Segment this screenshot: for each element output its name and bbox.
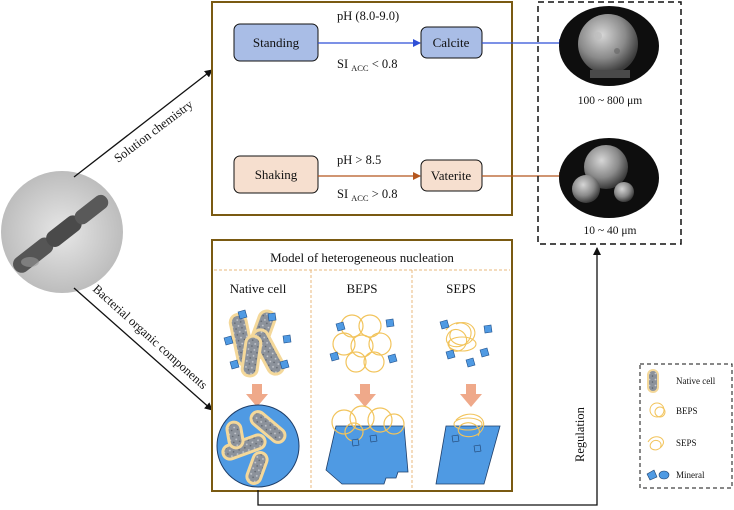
solution-branch-arrow — [73, 69, 213, 178]
beps-mineralized-icon — [325, 405, 409, 485]
bacteria-micrograph-icon — [1, 171, 123, 293]
native-down-arrow — [246, 384, 268, 407]
solution-chemistry-label: Solution chemistry — [111, 97, 196, 166]
shaking-box — [233, 155, 319, 194]
legend-native-cell-icon — [647, 369, 659, 393]
vaterite-label: Vaterite — [431, 168, 472, 183]
vaterite-size-label: 10 ~ 40 μm — [584, 225, 637, 237]
calcite-label: Calcite — [433, 35, 470, 50]
calcite-size-label: 100 ~ 800 μm — [578, 95, 643, 107]
calcite-sem-image-icon — [559, 6, 659, 86]
standing-ph-condition: pH (8.0-9.0) — [337, 9, 399, 23]
legend-seps-label: SEPS — [676, 438, 697, 448]
native-cell-mineralized-icon — [216, 404, 300, 488]
seps-down-arrow — [460, 384, 482, 407]
model-title: Model of heterogeneous nucleation — [270, 250, 454, 265]
legend-seps-icon — [647, 436, 664, 451]
sem-images-panel — [537, 1, 682, 245]
bacterial-organic-label: Bacterial organic components — [90, 282, 210, 392]
legend-beps-label: BEPS — [676, 406, 698, 416]
shaking-ph-condition: pH > 8.5 — [337, 153, 381, 167]
beps-cluster-icon — [329, 314, 398, 373]
legend-native-label: Native cell — [676, 376, 716, 386]
regulation-arrow — [257, 247, 601, 506]
col-seps: SEPS — [446, 281, 476, 296]
organic-branch-arrow — [73, 287, 213, 411]
regulation-label: Regulation — [573, 406, 587, 462]
legend-beps-icon — [649, 402, 666, 418]
col-native-cell: Native cell — [230, 281, 287, 296]
seps-cluster-icon — [439, 319, 493, 368]
legend-mineral-label: Mineral — [676, 470, 705, 480]
beps-down-arrow — [354, 384, 376, 407]
vaterite-sem-image-icon — [559, 138, 659, 218]
standing-label: Standing — [253, 35, 300, 50]
legend-mineral-icon — [646, 469, 670, 481]
shaking-label: Shaking — [255, 167, 298, 182]
col-beps: BEPS — [346, 281, 377, 296]
native-cell-cluster-icon — [223, 309, 292, 378]
seps-mineralized-icon — [435, 413, 501, 485]
